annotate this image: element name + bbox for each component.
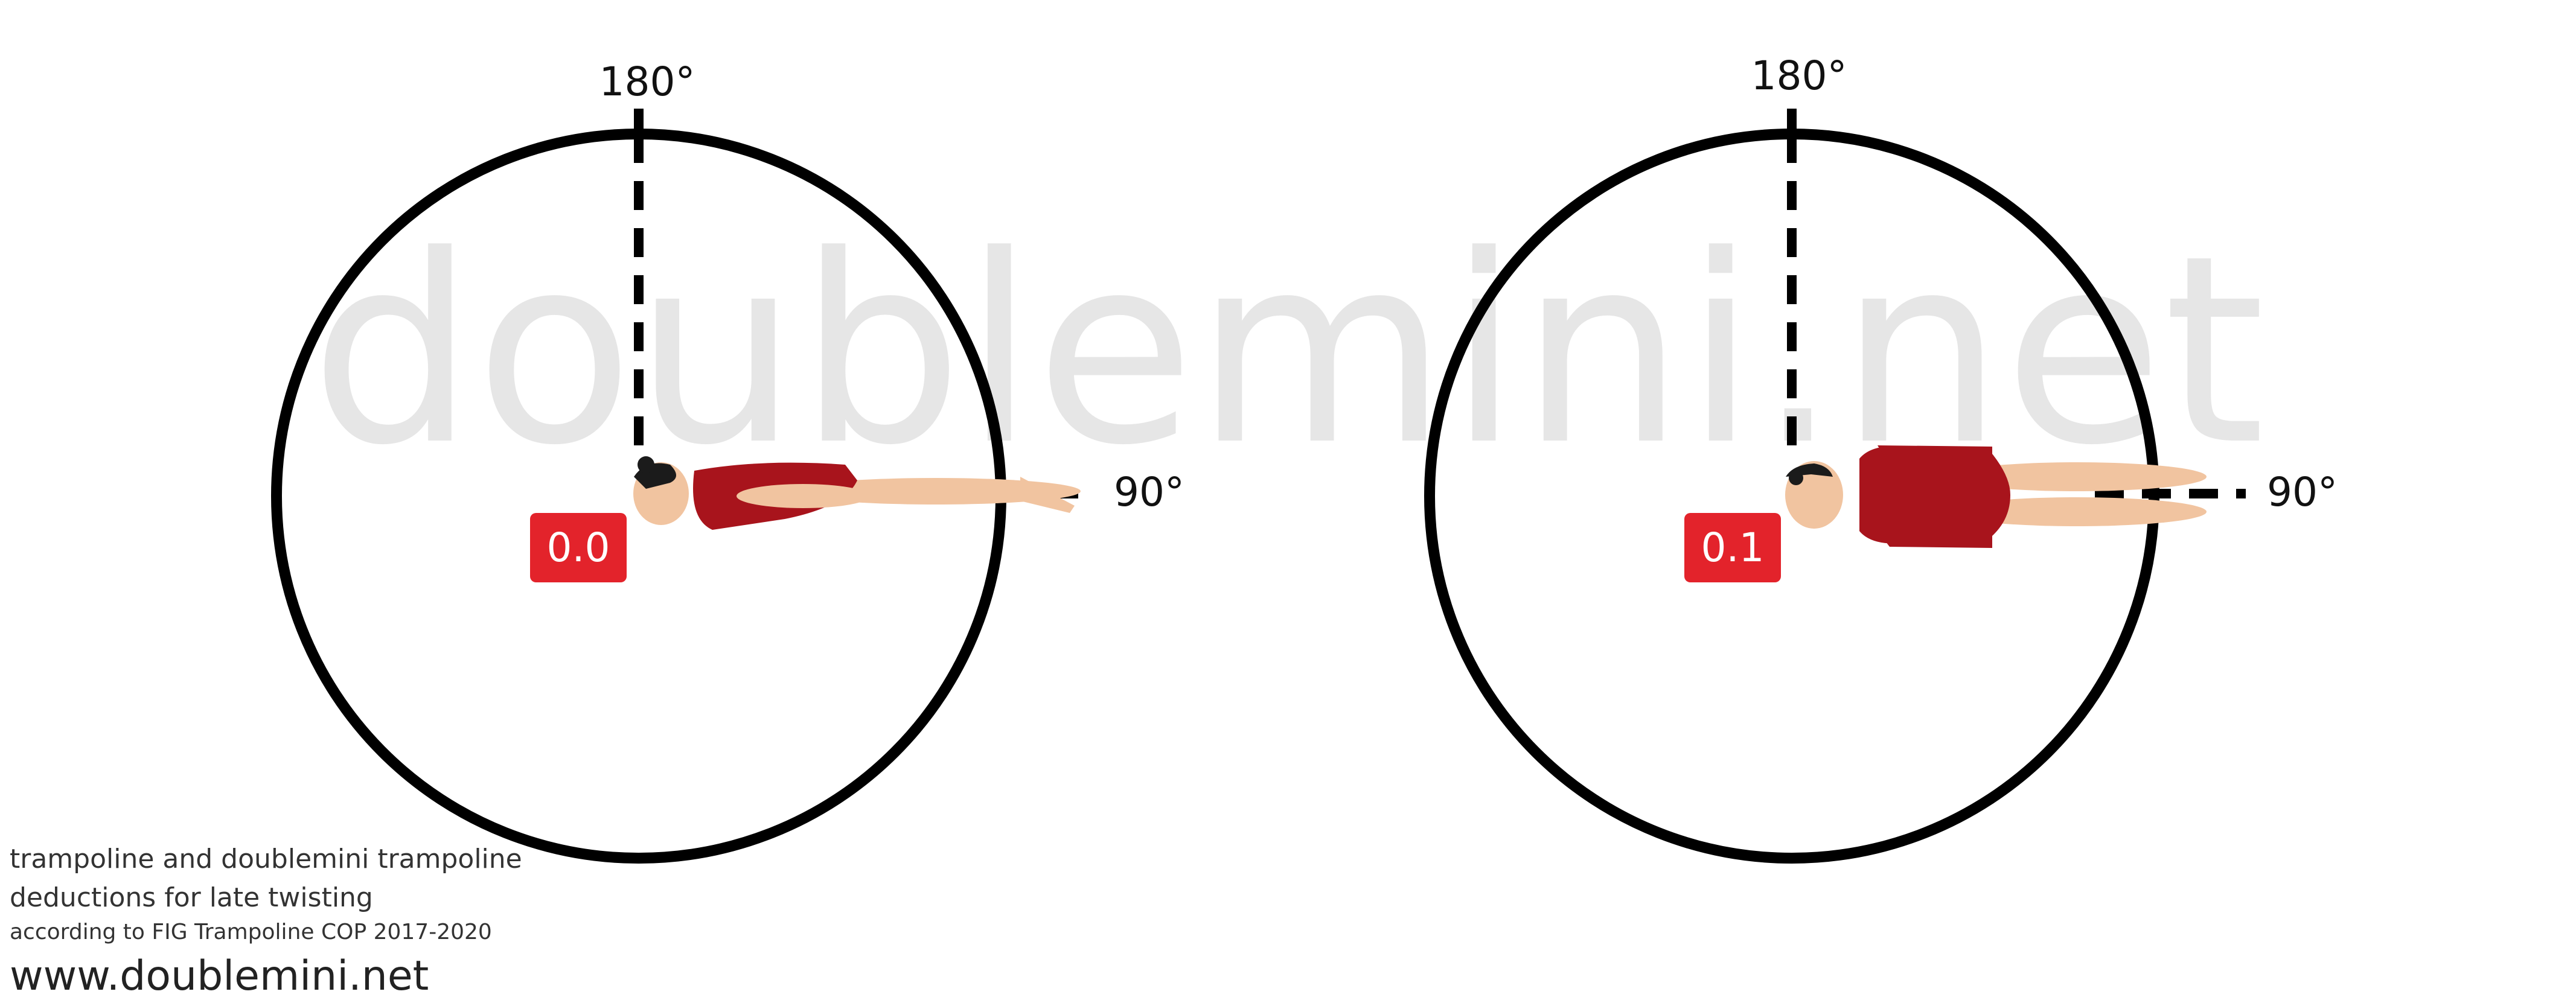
caption-title-line2: deductions for late twisting: [10, 882, 373, 913]
panel-late-twist-0-0: 180° 90° 0.0: [271, 59, 1184, 864]
panel-late-twist-0-1: 180° 90° 0.1: [1424, 53, 2338, 864]
caption-source: according to FIG Trampoline COP 2017-202…: [10, 920, 492, 944]
gymnast-leg-upper: [1947, 462, 2207, 491]
caption-title-line1: trampoline and doublemini trampoline: [10, 844, 522, 874]
label-180-degrees: 180°: [1751, 53, 1847, 99]
gymnast-arm: [737, 484, 869, 508]
label-90-degrees: 90°: [2267, 469, 2338, 515]
gymnast-sleeve-bottom: [1878, 531, 1992, 548]
gymnast-figure: [633, 456, 1081, 530]
gymnast-hair-bun: [1789, 471, 1803, 485]
gymnast-leg-lower: [1947, 497, 2207, 526]
gymnast-leotard: [1859, 446, 2010, 544]
deduction-badge: [530, 513, 627, 582]
website-url: www.doublemini.net: [10, 952, 429, 1000]
label-90-degrees: 90°: [1114, 469, 1184, 515]
label-180-degrees: 180°: [599, 59, 695, 105]
deduction-badge: [1684, 513, 1781, 582]
gymnast-hair-bun: [638, 456, 654, 473]
gymnast-figure: [1785, 445, 2207, 548]
deduction-value: 0.1: [1701, 524, 1765, 571]
gymnast-feet: [1020, 477, 1075, 513]
gymnast-sleeve-top: [1878, 445, 1992, 465]
deduction-value: 0.0: [547, 524, 610, 571]
